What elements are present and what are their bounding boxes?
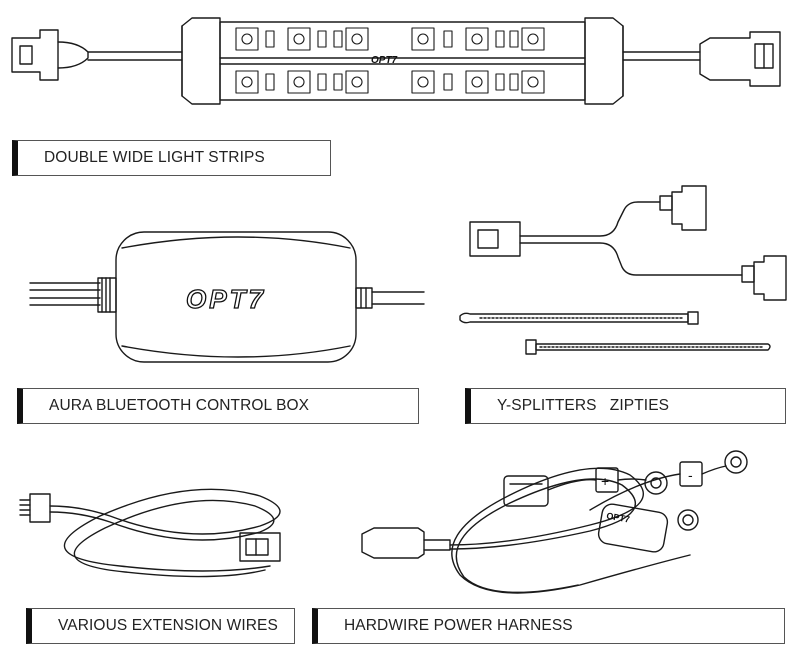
harness-minus-sign: - — [688, 467, 693, 483]
harness-label: HARDWIRE POWER HARNESS — [344, 617, 573, 634]
control-box-logo: OPT7 — [186, 284, 266, 314]
splitters-label-box: Y-SPLITTERS ZIPTIES — [465, 388, 786, 424]
y-splitter-drawing — [469, 185, 787, 301]
brand-logos: OPT7 OPT7 + - — [185, 283, 693, 525]
extension-label-box: VARIOUS EXTENSION WIRES — [26, 608, 295, 644]
control-box-drawing — [29, 231, 425, 363]
control-box-label: AURA BLUETOOTH CONTROL BOX — [49, 397, 310, 414]
light-strips-label: DOUBLE WIDE LIGHT STRIPS — [44, 149, 265, 166]
harness-label-box: HARDWIRE POWER HARNESS — [312, 608, 785, 644]
extension-label: VARIOUS EXTENSION WIRES — [58, 617, 278, 634]
light-strips-label-box: DOUBLE WIDE LIGHT STRIPS — [12, 140, 331, 176]
harness-plus-sign: + — [601, 473, 609, 489]
led-chips: OPT7 — [235, 27, 545, 94]
svg-text:OPT7: OPT7 — [371, 55, 398, 66]
power-harness-drawing — [361, 450, 748, 594]
extension-wire-drawing — [19, 488, 281, 578]
splitters-label: Y-SPLITTERS ZIPTIES — [497, 397, 670, 414]
harness-switch-logo: OPT7 — [606, 511, 631, 525]
light-strip-drawing — [11, 17, 781, 105]
control-box-label-box: AURA BLUETOOTH CONTROL BOX — [17, 388, 419, 424]
ziptie-drawings — [459, 311, 771, 355]
